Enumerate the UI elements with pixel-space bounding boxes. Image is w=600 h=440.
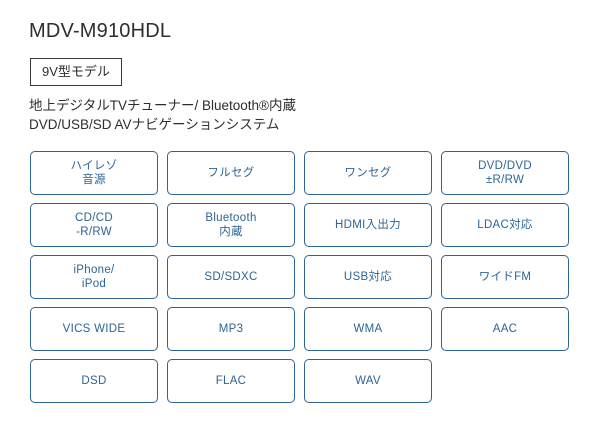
feature-chip: SD/SDXC	[167, 255, 295, 299]
feature-chip: ワイドFM	[441, 255, 569, 299]
feature-chip: HDMI入出力	[304, 203, 432, 247]
feature-chip: VICS WIDE	[30, 307, 158, 351]
feature-chip: FLAC	[167, 359, 295, 403]
model-size-badge: 9V型モデル	[30, 58, 122, 86]
feature-chip: WAV	[304, 359, 432, 403]
product-description: 地上デジタルTVチューナー/ Bluetooth®内蔵 DVD/USB/SD A…	[29, 96, 296, 134]
feature-chip: AAC	[441, 307, 569, 351]
feature-chip: ワンセグ	[304, 151, 432, 195]
feature-chip: ハイレゾ 音源	[30, 151, 158, 195]
product-description-line-2: DVD/USB/SD AVナビゲーションシステム	[29, 117, 280, 132]
feature-chip: iPhone/ iPod	[30, 255, 158, 299]
feature-chip: LDAC対応	[441, 203, 569, 247]
feature-chip: DVD/DVD ±R/RW	[441, 151, 569, 195]
product-description-line-1: 地上デジタルTVチューナー/ Bluetooth®内蔵	[29, 98, 296, 113]
feature-chip: CD/CD -R/RW	[30, 203, 158, 247]
page-title: MDV-M910HDL	[29, 20, 172, 42]
feature-chip: MP3	[167, 307, 295, 351]
feature-chip: DSD	[30, 359, 158, 403]
feature-chip: WMA	[304, 307, 432, 351]
feature-chip: USB対応	[304, 255, 432, 299]
feature-chip: フルセグ	[167, 151, 295, 195]
feature-chip: Bluetooth 内蔵	[167, 203, 295, 247]
